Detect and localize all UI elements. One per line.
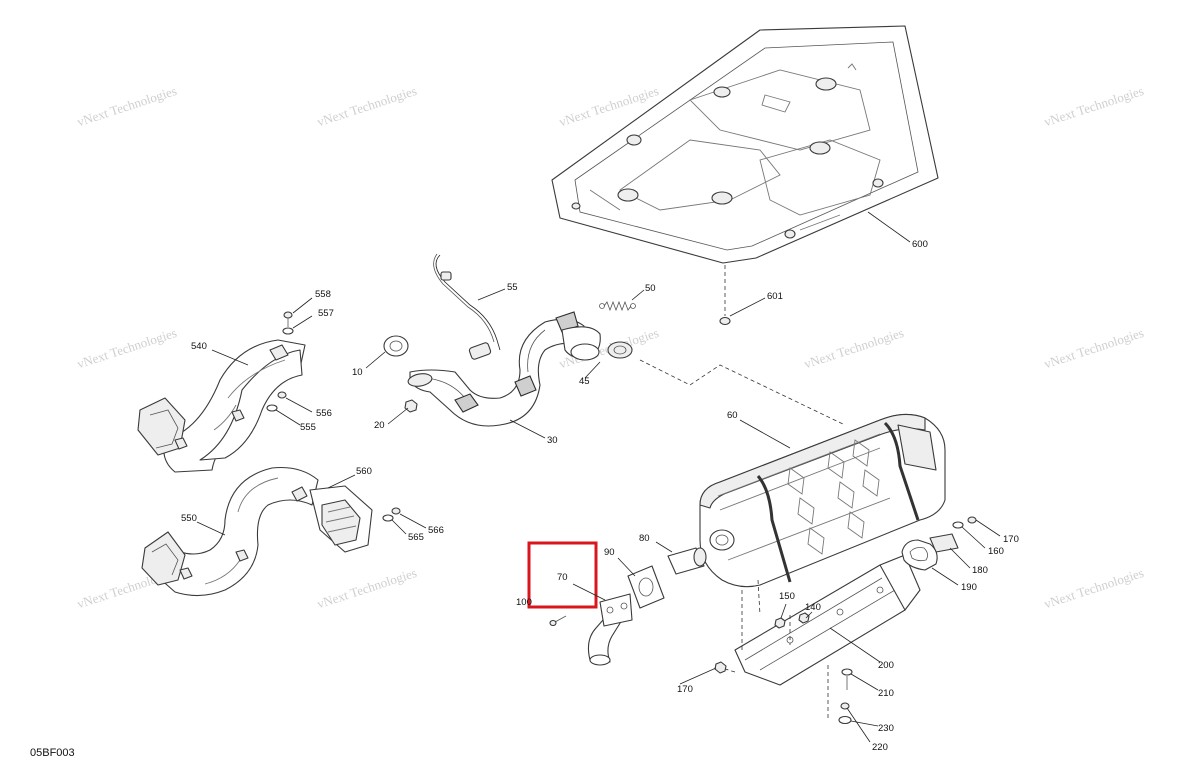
callout-90: 90: [604, 547, 615, 558]
spring: [599, 300, 636, 312]
callout-558: 558: [315, 289, 331, 300]
callout-140: 140: [805, 602, 821, 613]
callout-50: 50: [645, 283, 656, 294]
callout-220: 220: [872, 742, 888, 753]
callout-170-upper: 170: [1003, 534, 1019, 545]
callout-600: 600: [912, 239, 928, 250]
assembly-guides: [639, 359, 846, 718]
flange-90: [627, 565, 665, 609]
heat-shield-560: [309, 485, 373, 553]
callout-170-lower: 170: [677, 684, 693, 695]
heat-shield-550: [141, 466, 319, 597]
watermark: vNext Technologies: [315, 83, 418, 129]
callout-10: 10: [352, 367, 363, 378]
tailpipe-70: [587, 593, 633, 666]
callout-565: 565: [408, 532, 424, 543]
bolt-100: [549, 615, 567, 627]
callout-labels: 600 601 55 50 558 557 540 10 45 556 555 …: [181, 239, 1019, 753]
callout-540: 540: [191, 341, 207, 352]
gasket-10: [383, 335, 409, 357]
fastener-601: [719, 265, 731, 326]
bolt-170-160: [952, 516, 977, 529]
diagram-reference-code: 05BF003: [30, 747, 75, 759]
callout-556: 556: [316, 408, 332, 419]
callout-150: 150: [779, 591, 795, 602]
callout-30: 30: [547, 435, 558, 446]
watermark: vNext Technologies: [1042, 325, 1145, 371]
callout-550: 550: [181, 513, 197, 524]
callout-80: 80: [639, 533, 650, 544]
heat-shield-plate: [551, 25, 939, 264]
muffler-bracket: [734, 554, 921, 686]
callout-20: 20: [374, 420, 385, 431]
callout-160: 160: [988, 546, 1004, 557]
hardware-140: [798, 612, 810, 624]
callout-45: 45: [579, 376, 590, 387]
fasteners-556-555: [266, 391, 287, 412]
rubber-mount: [901, 533, 959, 571]
watermark: vNext Technologies: [75, 83, 178, 129]
callout-55: 55: [507, 282, 518, 293]
nut-170-lower: [714, 661, 727, 674]
oxygen-sensor: [433, 253, 501, 360]
callout-210: 210: [878, 688, 894, 699]
sleeve-80: [667, 547, 707, 575]
hardware-stack: [838, 668, 853, 725]
callout-190: 190: [961, 582, 977, 593]
watermark: vNext Technologies: [1042, 565, 1145, 611]
highlight-box: [527, 541, 598, 609]
hardware-150: [774, 617, 786, 629]
callout-200: 200: [878, 660, 894, 671]
callout-180: 180: [972, 565, 988, 576]
callout-100: 100: [516, 597, 532, 608]
callout-557: 557: [318, 308, 334, 319]
watermark: vNext Technologies: [315, 565, 418, 611]
fasteners-558-557: [282, 311, 294, 335]
fasteners-566-565: [382, 507, 401, 522]
watermark: vNext Technologies: [75, 325, 178, 371]
callout-601: 601: [767, 291, 783, 302]
callout-70: 70: [557, 572, 568, 583]
callout-230: 230: [878, 723, 894, 734]
watermark: vNext Technologies: [1042, 83, 1145, 129]
callout-560: 560: [356, 466, 372, 477]
nut-20: [404, 399, 418, 413]
gasket: [570, 341, 633, 361]
watermark: vNext Technologies: [802, 325, 905, 371]
heat-shield-540: [137, 339, 306, 473]
leader-lines: [196, 211, 1001, 743]
exhaust-manifold: [407, 311, 601, 427]
callout-555: 555: [300, 422, 316, 433]
callout-566: 566: [428, 525, 444, 536]
callout-60: 60: [727, 410, 738, 421]
muffler: [699, 413, 946, 588]
